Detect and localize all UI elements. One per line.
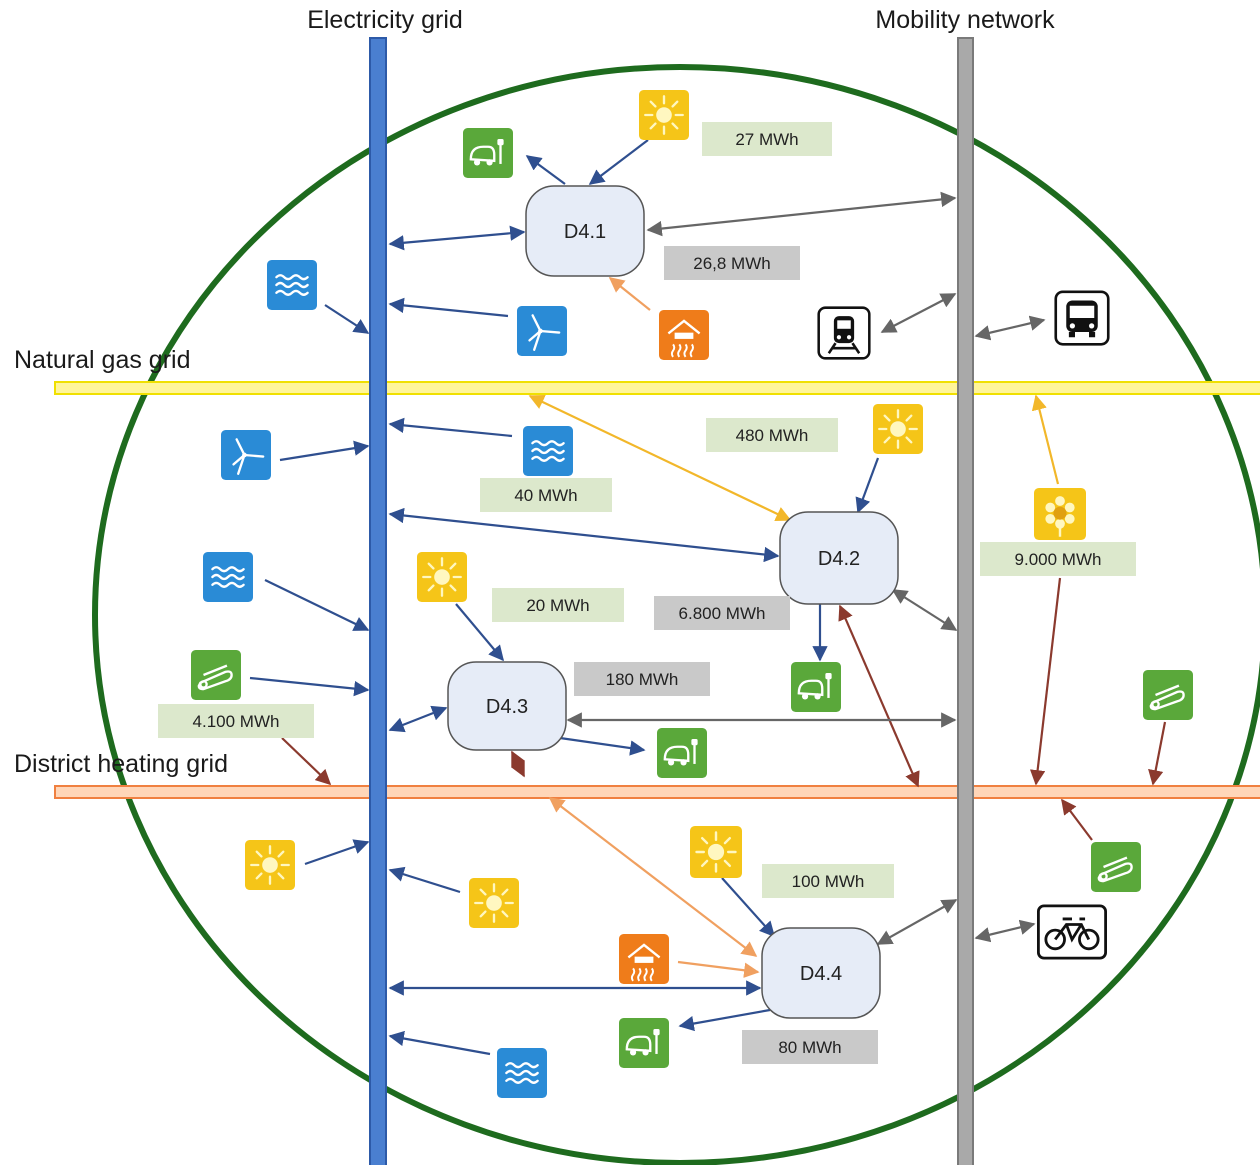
arrow — [974, 919, 1036, 943]
wind-turbine-icon — [515, 306, 569, 356]
arrow — [388, 225, 526, 251]
natural-gas-grid-title: Natural gas grid — [14, 346, 190, 374]
ev-charger-icon — [655, 728, 709, 778]
arrow — [281, 737, 332, 786]
arrow — [249, 676, 370, 697]
biomass-icon — [1089, 842, 1143, 892]
flow-arrows — [249, 139, 1167, 1056]
electricity-grid-title: Electricity grid — [307, 6, 463, 34]
arrow — [279, 440, 370, 462]
electricity-grid-line — [369, 37, 387, 1165]
arrow — [388, 705, 448, 733]
ev-charger-icon — [617, 1018, 671, 1068]
arrow — [588, 139, 649, 185]
sunflower-icon — [1032, 488, 1088, 540]
wave-icon — [201, 552, 255, 602]
arrow — [388, 297, 509, 318]
value-label: 27 MWh — [735, 130, 798, 149]
arrow — [1029, 577, 1062, 786]
arrow — [721, 877, 776, 938]
ev-charger-icon — [789, 662, 843, 712]
ev-charger-icon — [461, 128, 515, 178]
district-heating-grid-line — [54, 785, 1260, 799]
arrow — [974, 315, 1046, 341]
sun-icon — [688, 826, 744, 878]
value-label: 40 MWh — [514, 486, 577, 505]
arrow — [1031, 394, 1060, 485]
bicycle-icon — [1036, 904, 1108, 960]
arrow — [388, 1030, 491, 1056]
arrow — [455, 603, 504, 662]
arrow — [678, 1008, 771, 1032]
biomass-icon — [189, 650, 243, 700]
arrow — [608, 277, 651, 311]
arrow — [388, 417, 513, 438]
value-label: 26,8 MWh — [693, 254, 770, 273]
district-node-d41[interactable]: D4.1 — [525, 185, 645, 277]
value-label: 9.000 MWh — [1015, 550, 1102, 569]
arrow — [510, 750, 526, 778]
train-icon — [817, 306, 871, 360]
arrow — [324, 304, 370, 334]
district-node-d44[interactable]: D4.4 — [761, 927, 881, 1019]
value-label: 80 MWh — [778, 1038, 841, 1057]
value-labels: 27 MWh 26,8 MWh 480 MWh 40 MWh 9.000 MWh… — [158, 122, 1136, 1064]
arrow — [880, 293, 957, 333]
value-label: 6.800 MWh — [679, 604, 766, 623]
sun-icon — [467, 878, 521, 928]
heating-icon — [617, 934, 671, 984]
arrow — [646, 191, 957, 237]
value-label: 4.100 MWh — [193, 712, 280, 731]
value-label: 20 MWh — [526, 596, 589, 615]
sun-icon — [637, 90, 691, 140]
district-boundary-circle — [92, 64, 1260, 1165]
heating-icon — [657, 310, 711, 360]
arrow — [548, 797, 758, 957]
mobility-network-line — [957, 37, 974, 1165]
arrow — [304, 839, 370, 866]
district-node-label: D4.4 — [800, 963, 842, 985]
arrow — [1061, 798, 1093, 841]
bus-icon — [1054, 290, 1110, 346]
mobility-network-title: Mobility network — [875, 6, 1055, 34]
district-node-d43[interactable]: D4.3 — [447, 661, 567, 751]
district-node-label: D4.1 — [564, 221, 606, 243]
arrow — [855, 457, 880, 514]
district-node-d42[interactable]: D4.2 — [779, 511, 899, 605]
arrow — [677, 960, 760, 978]
arrow — [264, 579, 370, 631]
sun-icon — [871, 404, 925, 454]
district-heating-grid-title: District heating grid — [14, 750, 228, 778]
natural-gas-grid-line — [54, 381, 1260, 395]
arrow — [876, 899, 958, 945]
value-label: 100 MWh — [792, 872, 865, 891]
arrow — [838, 604, 920, 788]
sun-icon — [415, 552, 469, 602]
arrow — [559, 736, 646, 756]
wind-turbine-icon — [219, 430, 273, 480]
arrow — [891, 589, 958, 631]
arrow — [1148, 721, 1167, 786]
arrow — [528, 395, 792, 521]
sun-icon — [243, 840, 297, 890]
district-node-label: D4.3 — [486, 696, 528, 718]
wave-icon — [521, 426, 575, 476]
district-node-label: D4.2 — [818, 548, 860, 570]
wave-icon — [265, 260, 319, 310]
wave-icon — [495, 1048, 549, 1098]
arrow — [525, 155, 566, 185]
arrow — [388, 866, 461, 894]
arrow — [388, 507, 780, 563]
biomass-icon — [1141, 670, 1195, 720]
value-label: 480 MWh — [736, 426, 809, 445]
value-label: 180 MWh — [606, 670, 679, 689]
